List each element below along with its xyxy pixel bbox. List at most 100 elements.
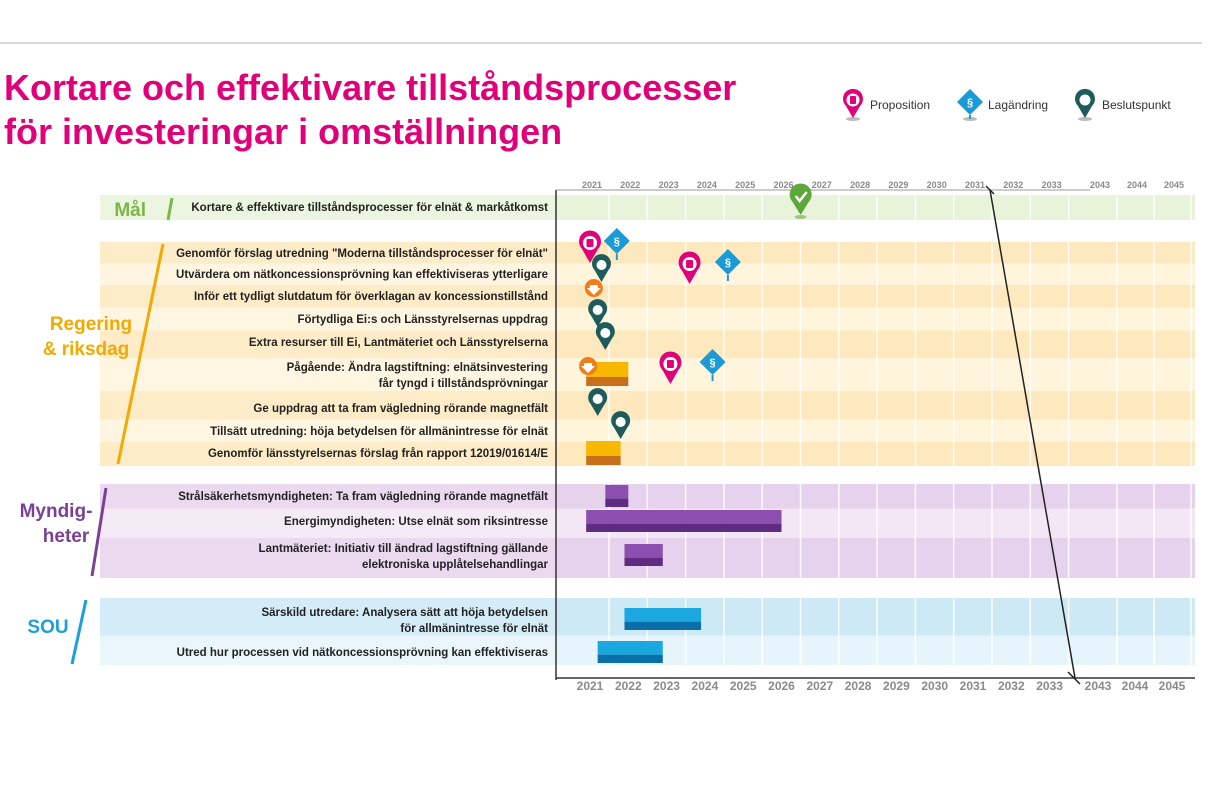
x-tick-top-2023: 2023: [659, 180, 679, 190]
row-band-regering-2: [556, 285, 1195, 308]
row-1-4-marker-beslutspunkt-0: [595, 322, 615, 350]
x-tick-bottom-2030: 2030: [921, 679, 948, 693]
x-tick-bottom-2045: 2045: [1159, 679, 1186, 693]
row-2-2-label-1: Lantmäteriet: Initiativ till ändrad lags…: [259, 543, 548, 555]
row-band-regering-6: [556, 391, 1195, 420]
row-1-4-marker-beslutspunkt-0-hole: [600, 328, 611, 338]
x-tick-bottom-2021: 2021: [577, 679, 604, 693]
row-1-1-marker-proposition-1: [678, 251, 701, 284]
row-band-regering-0: [556, 242, 1195, 264]
label-band-regering-5: [100, 358, 556, 391]
row-1-7-marker-beslutspunkt-0: [611, 411, 631, 439]
axis-break-bottom-mark: [1067, 671, 1081, 685]
x-tick-top-2044: 2044: [1127, 180, 1147, 190]
x-tick-top-2021: 2021: [582, 180, 602, 190]
row-1-6-marker-beslutspunkt-0-hole: [592, 394, 603, 404]
row-1-4-label: Extra resurser till Ei, Lantmäteriet och…: [249, 337, 549, 349]
group-bracket-sou: [70, 599, 88, 665]
x-tick-bottom-2033: 2033: [1036, 679, 1063, 693]
group-label-sou: SOU: [27, 617, 68, 638]
x-tick-top-2032: 2032: [1003, 180, 1023, 190]
row-3-0-bar-0-shade: [624, 621, 702, 630]
label-band-sou-0: [100, 598, 556, 636]
row-band-regering-4: [556, 330, 1195, 358]
row-3-0-bar-0: [624, 608, 702, 622]
group-label-myndigheter-1: Myndig-: [20, 501, 93, 522]
label-band-myndigheter-1: [100, 508, 556, 538]
row-2-1-bar-0: [586, 510, 782, 524]
group-bracket-myndigheter: [90, 487, 108, 577]
row-1-0-marker-lagandring-1-glyph: §: [614, 236, 620, 248]
x-tick-top-2043: 2043: [1090, 180, 1110, 190]
row-0-0-label: Kortare & effektivare tillståndsprocesse…: [191, 202, 548, 214]
row-1-1-marker-beslutspunkt-0-hole: [596, 260, 607, 270]
row-band-myndigheter-0: [556, 484, 1195, 509]
decision-point-marker-icon: [1075, 88, 1095, 121]
page-title: Kortare och effektivare tillståndsproces…: [4, 66, 736, 154]
x-tick-bottom-2031: 2031: [960, 679, 987, 693]
row-1-7-label: Tillsätt utredning: höja betydelsen för …: [210, 426, 548, 438]
row-1-5-marker-proposition-1: [659, 351, 682, 384]
row-1-1-marker-lagandring-2-diamond: [714, 249, 741, 275]
row-1-2-label: Inför ett tydligt slutdatum för överklag…: [194, 291, 548, 303]
row-3-1-bar-0: [597, 641, 663, 655]
row-1-0-marker-lagandring-1-diamond: [603, 228, 630, 254]
title-line-2: för investeringar i omställningen: [4, 111, 563, 152]
label-band-sou-1: [100, 635, 556, 665]
row-2-1-bar-0-shade: [586, 523, 782, 532]
x-tick-top-2024: 2024: [697, 180, 717, 190]
row-3-0-label-2: för allmänintresse för elnät: [400, 623, 548, 635]
x-tick-bottom-2027: 2027: [806, 679, 833, 693]
row-2-0-bar-0-shade: [605, 498, 629, 507]
x-tick-top-2027: 2027: [812, 180, 832, 190]
row-2-2-bar-0: [624, 544, 663, 558]
row-1-2-marker-arrow-0: [584, 279, 603, 297]
row-1-3-label: Förtydliga Ei:s och Länsstyrelsernas upp…: [297, 314, 548, 326]
x-tick-bottom-2043: 2043: [1085, 679, 1112, 693]
label-band-regering-2: [100, 285, 556, 308]
x-tick-bottom-2024: 2024: [692, 679, 719, 693]
top-divider: [0, 42, 1202, 44]
row-1-5-label-1: Pågående: Ändra lagstiftning: elnätsinve…: [287, 361, 548, 374]
legend-proposition-label: Proposition: [870, 98, 931, 112]
proposition-marker-icon: [843, 88, 863, 121]
x-tick-bottom-2025: 2025: [730, 679, 757, 693]
row-2-1-label: Energimyndigheten: Utse elnät som riksin…: [284, 516, 548, 528]
label-band-myndigheter-2: [100, 538, 556, 578]
row-1-0-marker-proposition-0-doc: [586, 239, 594, 247]
label-band-regering-4: [100, 330, 556, 358]
row-1-1-marker-lagandring-2-glyph: §: [725, 257, 731, 269]
row-1-3-marker-beslutspunkt-0: [588, 299, 608, 327]
label-band-regering-1: [100, 263, 556, 285]
x-tick-top-2029: 2029: [888, 180, 908, 190]
x-tick-top-2022: 2022: [620, 180, 640, 190]
row-0-0-marker-mal-0-check: [794, 191, 808, 204]
row-1-5-bar-0-shade: [586, 376, 629, 386]
row-2-2-label-2: elektroniska upplåtelsehandlingar: [362, 559, 548, 571]
x-tick-bottom-2022: 2022: [615, 679, 642, 693]
row-1-3-marker-beslutspunkt-0-hole: [592, 305, 603, 315]
row-band-regering-5: [556, 358, 1195, 391]
x-tick-top-2031: 2031: [965, 180, 985, 190]
row-1-0-label: Genomför förslag utredning "Moderna till…: [176, 248, 548, 260]
legend-beslutspunkt: Beslutspunkt: [1072, 88, 1171, 122]
row-1-1-label: Utvärdera om nätkoncessionsprövning kan …: [176, 269, 548, 281]
row-0-0-marker-mal-0-shadow: [794, 215, 807, 219]
row-1-8-bar-0: [586, 441, 621, 456]
label-band-myndigheter-0: [100, 484, 556, 509]
row-0-0-marker-mal-0: [789, 183, 812, 219]
row-1-2-marker-arrow-0-arrow: [586, 285, 601, 295]
x-tick-top-2033: 2033: [1042, 180, 1062, 190]
row-1-8-bar-0-shade: [586, 455, 621, 465]
svg-text:§: §: [967, 97, 973, 109]
row-2-0-label: Strålsäkerhetsmyndigheten: Ta fram vägle…: [178, 491, 548, 503]
x-tick-top-2028: 2028: [850, 180, 870, 190]
row-band-regering-8: [556, 442, 1195, 466]
row-3-1-bar-0-shade: [597, 654, 663, 663]
axis-break-top-mark: [985, 185, 995, 195]
row-1-6-label: Ge uppdrag att ta fram vägledning rörand…: [253, 403, 548, 415]
label-band-mal-0: [100, 195, 556, 220]
row-1-8-label: Genomför länsstyrelsernas förslag från r…: [208, 448, 548, 460]
x-tick-top-2025: 2025: [735, 180, 755, 190]
row-3-0-label-1: Särskild utredare: Analysera sätt att hö…: [261, 607, 548, 619]
